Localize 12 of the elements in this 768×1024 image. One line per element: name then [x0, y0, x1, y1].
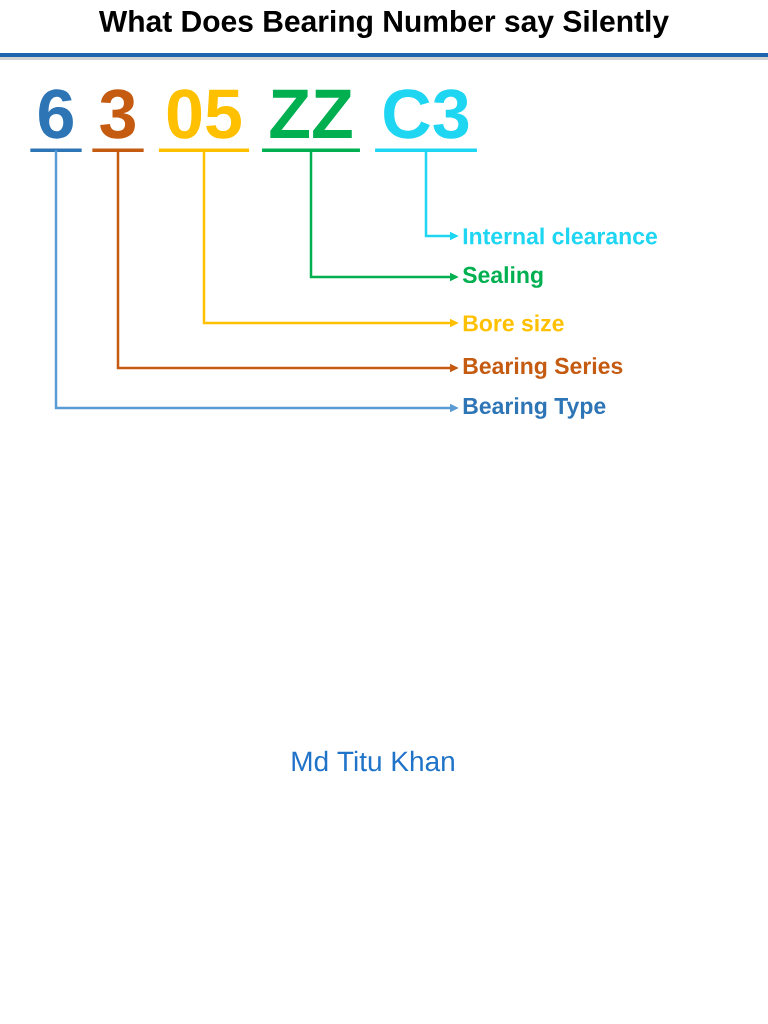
description-text: Bearing Series	[463, 357, 623, 379]
code-part: C3	[375, 89, 477, 152]
code-part: ZZ	[262, 89, 360, 152]
description-text: Internal clearance	[463, 227, 657, 245]
description-text: Sealing	[462, 266, 543, 288]
description-text: Bore size	[463, 314, 564, 332]
title: What Does Bearing Number say Silently	[98, 9, 669, 39]
author-name: Md Titu Khan	[292, 750, 454, 772]
code-part: 05	[158, 89, 250, 152]
code-part: 6	[30, 89, 82, 152]
code-part: 3	[92, 89, 144, 152]
description-text: Bearing Type	[463, 397, 606, 419]
